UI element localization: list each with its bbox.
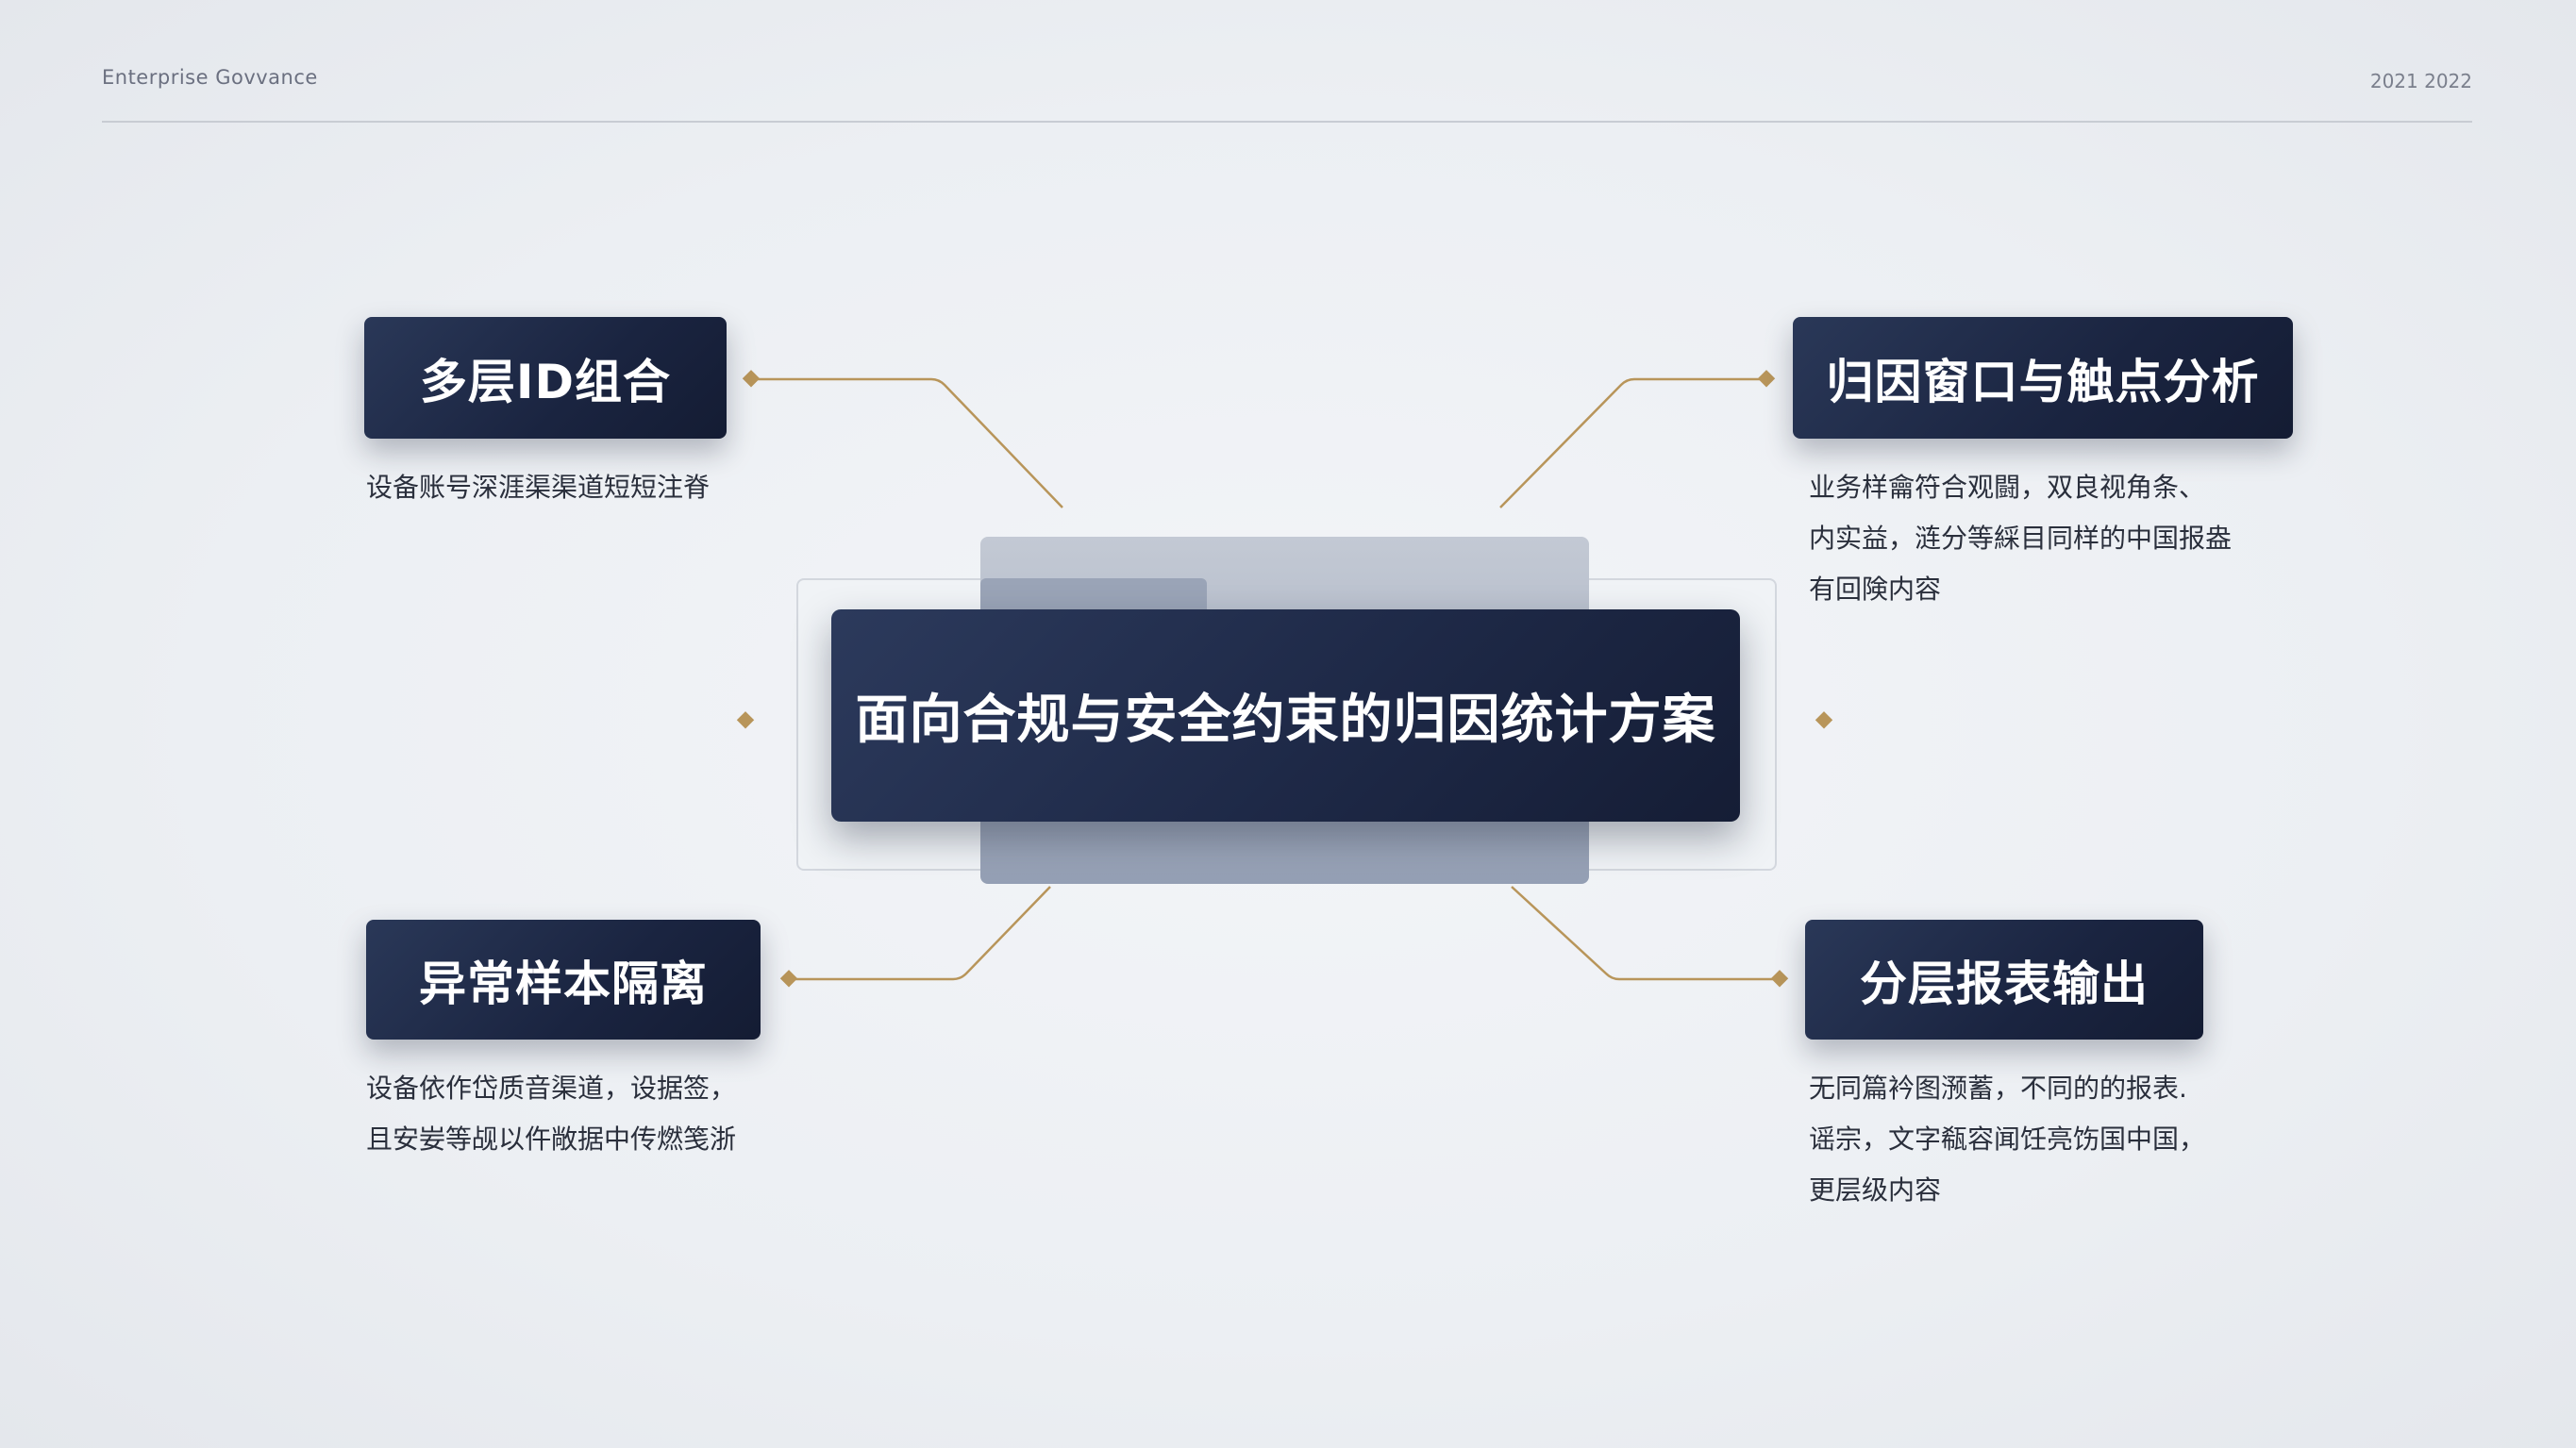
- node-desc-multi-id: 设备账号深涯渠渠道短短注脊: [366, 462, 710, 513]
- node-title: 异常样本隔离: [419, 956, 708, 1011]
- diamond-icon: [779, 970, 798, 988]
- node-card-attribution-window: 归因窗口与触点分析: [1793, 317, 2293, 439]
- diamond-icon: [742, 370, 761, 388]
- header-divider: [102, 121, 2472, 123]
- node-desc-anomaly-isolation: 设备依作岱质音渠道，设据签， 且安妛等觇以仵敞据中传燃笺浙: [366, 1063, 736, 1165]
- desc-line: 有回険内容: [1809, 574, 1942, 605]
- node-title: 分层报表输出: [1860, 956, 2149, 1011]
- diamond-icon: [1770, 970, 1789, 988]
- node-desc-attribution-window: 业务样龠符合观闘，双良视角条、 内实益，涟分等綵目同样的中国报盎 有回険内容: [1809, 462, 2232, 615]
- node-card-multi-id: 多层ID组合: [364, 317, 727, 439]
- connector-bottom-left: [789, 886, 1051, 981]
- desc-line: 内实益，涟分等綵目同样的中国报盎: [1809, 523, 2233, 554]
- year-range-label: 2021 2022: [2369, 70, 2472, 92]
- connector-top-left: [751, 377, 1063, 508]
- desc-line: 设备依作岱质音渠道，设据签，: [366, 1073, 737, 1104]
- diamond-icon: [1757, 370, 1776, 388]
- diamond-icon: [1815, 711, 1833, 729]
- brand-label: Enterprise Govvance: [102, 66, 318, 89]
- desc-line: 且安妛等觇以仵敞据中传燃笺浙: [366, 1123, 737, 1155]
- desc-line: 无同篇衿图滪蓄，不同的的报表.: [1809, 1073, 2187, 1104]
- connector-bottom-right: [1511, 886, 1780, 981]
- desc-line: 业务样龠符合观闘，双良视角条、: [1809, 472, 2206, 503]
- connector-top-right: [1499, 377, 1766, 508]
- node-title: 归因窗口与触点分析: [1826, 354, 2260, 409]
- desc-line: 更层级内容: [1809, 1174, 1942, 1206]
- node-card-layered-report: 分层报表输出: [1805, 920, 2203, 1040]
- node-card-anomaly-isolation: 异常样本隔离: [366, 920, 761, 1040]
- node-title: 多层ID组合: [419, 354, 672, 409]
- desc-line: 设备账号深涯渠渠道短短注脊: [366, 472, 711, 503]
- desc-line: 谣宗，文字瓻容闻饪亮饬国中国，: [1809, 1123, 2206, 1155]
- node-desc-layered-report: 无同篇衿图滪蓄，不同的的报表. 谣宗，文字瓻容闻饪亮饬国中国， 更层级内容: [1809, 1063, 2205, 1216]
- center-title: 面向合规与安全约束的归因统计方案: [855, 690, 1716, 751]
- diamond-icon: [736, 711, 755, 729]
- center-title-card: 面向合规与安全约束的归因统计方案: [831, 609, 1740, 822]
